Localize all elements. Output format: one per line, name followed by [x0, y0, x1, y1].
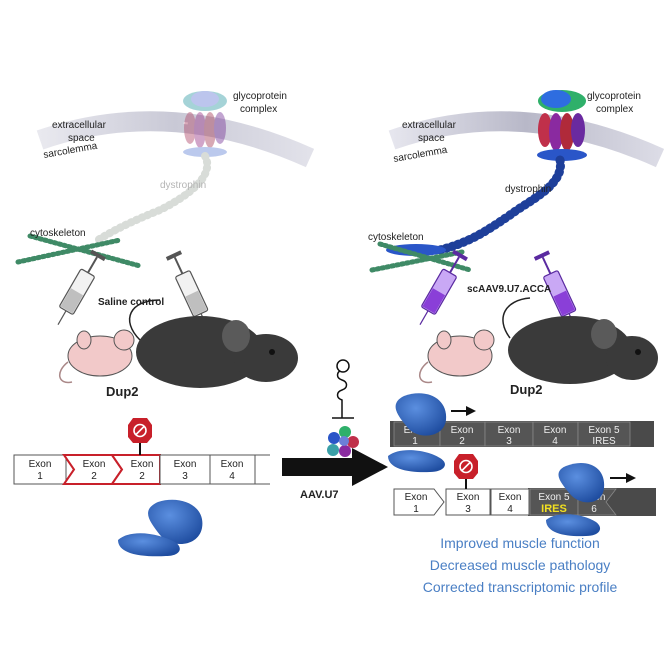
right-bottom-direction-arrow [610, 473, 636, 483]
right-cytoskeleton-fiber-1 [369, 249, 465, 273]
left-syringe-large [165, 250, 209, 329]
right-bottom-exon-4 [490, 488, 530, 516]
left-glycoprotein-complex [183, 91, 227, 157]
right-mouse-label: Dup2 [510, 382, 543, 397]
right-bottom-exon-4-label: Exon [499, 492, 522, 503]
right-dystrophin-anchor [386, 244, 446, 256]
left-dystrophin-faded [91, 152, 212, 246]
right-exon-strip-bottom: Exon 1 Exon 3 Exon 4 Exon 5 IRES Exon 6 [393, 488, 656, 516]
right-top-exon-4-label: Exon [544, 425, 567, 436]
right-membrane-panel: extracellular space glycoprotein complex… [368, 90, 664, 273]
transition-arrow [282, 448, 388, 486]
right-syringe-small [419, 249, 468, 325]
left-exon-4-label: Exon [221, 459, 244, 470]
left-extracellular-label-2: space [68, 133, 95, 144]
left-ribosome-icon [118, 499, 203, 557]
right-top-exon-5-ires: IRES [592, 436, 616, 447]
right-adult-mouse [502, 297, 658, 384]
left-exon-2a-label: Exon [83, 459, 106, 470]
right-top-exon-5-label: Exon 5 [588, 425, 620, 436]
left-glycoprotein-label-2: complex [240, 104, 277, 115]
left-pup-mouse [59, 329, 135, 384]
right-bottom-exon-1-number: 1 [413, 504, 419, 515]
right-bottom-exon-3 [445, 488, 491, 516]
right-dystrophin-label: dystrophin [505, 184, 551, 195]
vector-label: AAV.U7 [300, 489, 339, 501]
right-top-exon-5 [577, 421, 631, 447]
right-sarcolemma-label: sarcolemma [393, 145, 449, 165]
left-glycoprotein-label-1: glycoprotein [233, 91, 287, 102]
right-top-exon-3-number: 3 [506, 436, 512, 447]
right-bottom-exon-3-number: 3 [465, 504, 471, 515]
left-extracellular-label-1: extracellular [52, 120, 107, 131]
right-top-direction-arrow [451, 406, 476, 416]
right-sarcolemma-band [388, 111, 664, 168]
right-top-exon-1-number: 1 [412, 436, 418, 447]
left-treatment-label: Saline control [98, 297, 164, 308]
right-bottom-exon-5-ires: IRES [541, 503, 567, 515]
right-bottom-exon-3-label: Exon [457, 492, 480, 503]
right-top-exon-2-label: Exon [451, 425, 474, 436]
right-top-exon-4-number: 4 [552, 436, 558, 447]
left-exon-4-number: 4 [229, 471, 235, 482]
outcome-transcriptomic-profile: Corrected transcriptomic profile [423, 579, 618, 595]
right-top-exon-4 [532, 421, 579, 447]
left-exon-1 [13, 454, 67, 485]
left-sarcolemma-band [36, 111, 315, 168]
right-top-exon-3 [484, 421, 534, 447]
right-bottom-exon-4-number: 4 [507, 504, 513, 515]
left-exon-4 [209, 454, 256, 485]
outcome-muscle-function: Improved muscle function [440, 535, 600, 551]
right-glycoprotein-label-2: complex [596, 104, 633, 115]
left-exon-strip: Exon 1 Exon 2 Exon 2 Exon 3 Exon 4 [13, 454, 270, 485]
left-exon-2b [110, 454, 161, 485]
right-bottom-exon-6-number: 6 [591, 504, 597, 515]
right-top-exon-3-label: Exon [498, 425, 521, 436]
left-exon-3-number: 3 [182, 471, 188, 482]
right-stop-sign-icon [454, 454, 478, 489]
left-exon-3 [159, 454, 211, 485]
right-extracellular-label-2: space [418, 133, 445, 144]
right-glycoprotein-complex [537, 90, 587, 161]
outcome-muscle-pathology: Decreased muscle pathology [430, 557, 611, 573]
left-exon-2a-number: 2 [91, 471, 97, 482]
right-top-ribosome-icon [388, 393, 447, 473]
right-top-exon-2-number: 2 [459, 436, 465, 447]
left-cytoskeleton-fiber-2 [27, 233, 143, 269]
right-syringe-large [533, 250, 577, 329]
right-glycoprotein-label-1: glycoprotein [587, 91, 641, 102]
left-adult-mouse [128, 299, 298, 388]
right-bottom-ribosome-icon [546, 462, 605, 537]
left-exon-2b-number: 2 [139, 471, 145, 482]
left-cytoskeleton-label: cytoskeleton [30, 228, 86, 239]
right-pup-mouse [419, 329, 495, 384]
right-bottom-exon-1 [393, 488, 445, 516]
left-exon-3-label: Exon [174, 459, 197, 470]
left-stop-sign-icon [128, 418, 152, 455]
left-exon-1-label: Exon [29, 459, 52, 470]
right-treatment-label: scAAV9.U7.ACCA [467, 284, 551, 295]
aav-vector-icon [327, 359, 359, 457]
right-dystrophin-chain [435, 155, 565, 255]
right-cytoskeleton-label: cytoskeleton [368, 232, 424, 243]
left-dystrophin-label: dystrophin [160, 180, 206, 191]
right-bottom-exon-5-label: Exon 5 [538, 492, 570, 503]
left-exon-1-number: 1 [37, 471, 43, 482]
right-extracellular-label-1: extracellular [402, 120, 457, 131]
right-bottom-exon-1-label: Exon [405, 492, 428, 503]
left-membrane-panel: extracellular space glycoprotein complex… [15, 91, 315, 269]
left-cytoskeleton-fiber-1 [15, 237, 123, 265]
left-exon-2b-label: Exon [131, 459, 154, 470]
left-mouse-label: Dup2 [106, 384, 139, 399]
left-syringe-small [57, 249, 106, 325]
